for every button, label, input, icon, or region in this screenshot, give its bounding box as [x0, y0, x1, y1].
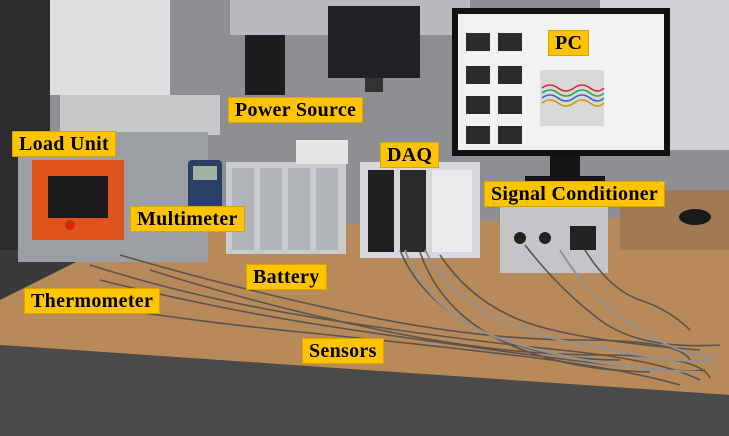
table-front-edge	[0, 345, 729, 436]
whiteboard	[50, 0, 170, 95]
background-tower	[245, 35, 285, 95]
computer-mouse	[679, 209, 711, 225]
background-monitor	[328, 6, 420, 78]
grey-cables	[404, 249, 716, 373]
signal-conditioner-connectors	[514, 226, 596, 250]
pc-screen-plots	[466, 33, 522, 144]
label-pc: PC	[548, 30, 590, 56]
label-signal-conditioner: Signal Conditioner	[484, 181, 666, 207]
pc-monitor-base	[525, 176, 605, 184]
label-multimeter: Multimeter	[130, 206, 245, 232]
multimeter-screen	[193, 166, 217, 180]
battery-modules	[226, 162, 346, 254]
pc-monitor-stand	[550, 156, 580, 178]
label-sensors: Sensors	[302, 338, 384, 364]
daq-module-2	[400, 170, 426, 252]
label-battery: Battery	[246, 264, 327, 290]
daq-module-1	[368, 170, 394, 252]
pc-screen-waveforms	[541, 84, 605, 107]
label-thermometer: Thermometer	[24, 288, 161, 314]
load-unit-display	[48, 176, 108, 218]
label-load-unit: Load Unit	[12, 131, 116, 157]
pc-screen-waveform-panel	[540, 70, 604, 126]
whiteboard-frame	[60, 95, 220, 135]
label-daq: DAQ	[380, 142, 440, 168]
load-unit-knob	[65, 220, 75, 230]
daq-module-3	[432, 170, 472, 252]
background-stand	[365, 78, 383, 92]
label-power-source: Power Source	[228, 97, 364, 123]
power-source-unit	[296, 140, 348, 164]
